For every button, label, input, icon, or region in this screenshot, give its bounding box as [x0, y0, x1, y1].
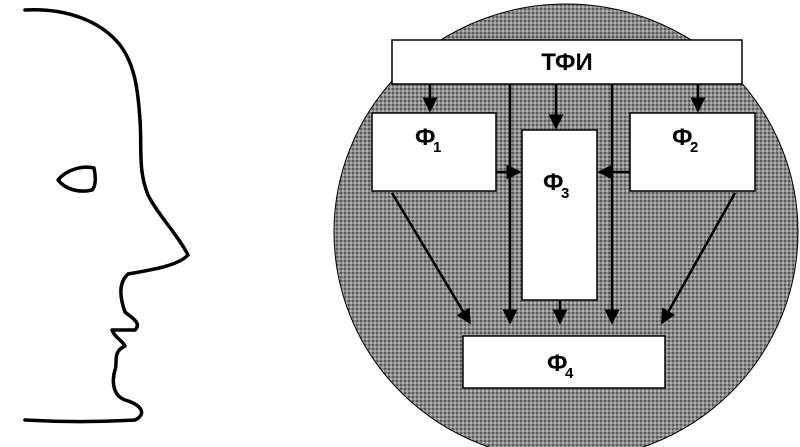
block-f4-label: Ф — [547, 350, 567, 377]
block-f3: Ф 3 — [521, 129, 598, 301]
block-f4: Ф 4 — [462, 335, 666, 389]
block-tfi: ТФИ — [391, 39, 743, 85]
block-tfi-label: ТФИ — [541, 49, 592, 76]
head-profile-icon — [23, 8, 190, 424]
block-f2: Ф 2 — [629, 112, 756, 192]
block-f2-label: Ф — [672, 124, 692, 151]
block-f1-subscript: 1 — [433, 139, 441, 156]
block-f1-label: Ф — [415, 124, 435, 151]
block-f1: Ф 1 — [371, 112, 497, 192]
arrow-f1-to-f4 — [390, 192, 472, 325]
arrow-f2-to-f4 — [660, 192, 737, 325]
block-f3-label: Ф — [543, 169, 563, 196]
block-f3-subscript: 3 — [561, 185, 569, 202]
block-f2-subscript: 2 — [690, 139, 698, 156]
block-f4-subscript: 4 — [565, 365, 574, 382]
eye-icon — [56, 165, 98, 193]
